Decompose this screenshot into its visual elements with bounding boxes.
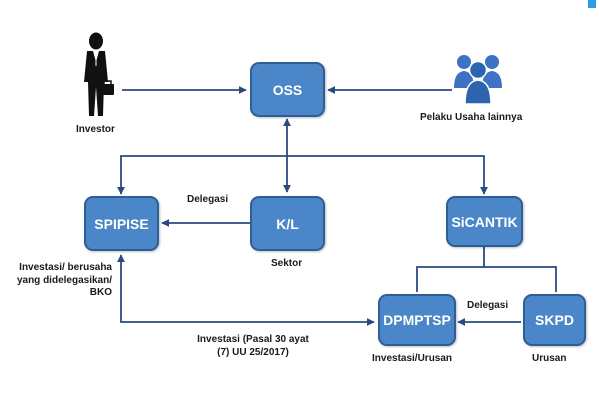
delegasi-kl-label: Delegasi — [187, 194, 229, 205]
investasi-berusaha-label: Investasi/ berusaha yang didelegasikan/ … — [6, 262, 112, 300]
investor-label: Investor — [76, 124, 115, 135]
delegasi-skpd-label: Delegasi — [467, 300, 509, 311]
arrow-hub-to-spipise — [117, 155, 287, 195]
node-oss: OSS — [250, 62, 325, 117]
investasi-berusaha-line-1: Investasi/ berusaha — [19, 262, 112, 273]
arrow-spipise-dpmptsp — [117, 254, 375, 326]
node-dpmptsp-label: DPMPTSP — [383, 312, 451, 328]
pelaku-usaha-label: Pelaku Usaha lainnya — [420, 112, 523, 123]
node-sicantik: SiCANTIK — [446, 196, 523, 247]
node-sicantik-label: SiCANTIK — [451, 213, 518, 230]
node-spipise-label: SPIPISE — [94, 215, 149, 232]
investasi-urusan-label: Investasi/Urusan — [372, 353, 453, 364]
node-oss-label: OSS — [272, 81, 303, 98]
investasi-pasal-label: Investasi (Pasal 30 ayat (7) UU 25/2017) — [178, 334, 328, 359]
node-spipise: SPIPISE — [84, 196, 159, 251]
people-group-icon — [454, 55, 502, 105]
investasi-pasal-line-2: (7) UU 25/2017) — [217, 346, 289, 358]
investasi-pasal-line-1: Investasi (Pasal 30 ayat — [197, 334, 309, 345]
tree-sicantik-dpmptsp-skpd — [416, 247, 485, 292]
arrow-hub-to-sicantik — [287, 155, 488, 195]
urusan-label: Urusan — [532, 353, 567, 364]
businessman-icon — [84, 32, 114, 116]
node-skpd: SKPD — [523, 294, 586, 346]
node-skpd-label: SKPD — [535, 312, 574, 328]
sektor-label: Sektor — [271, 258, 303, 269]
node-dpmptsp: DPMPTSP — [378, 294, 456, 346]
investasi-berusaha-line-3: BKO — [89, 287, 112, 298]
investasi-berusaha-line-2: yang didelegasikan/ — [16, 274, 112, 286]
node-kl: K/L — [250, 196, 325, 251]
tree-sicantik-skpd — [484, 266, 557, 292]
node-kl-label: K/L — [276, 215, 299, 232]
corner-accent-mark — [588, 0, 596, 8]
